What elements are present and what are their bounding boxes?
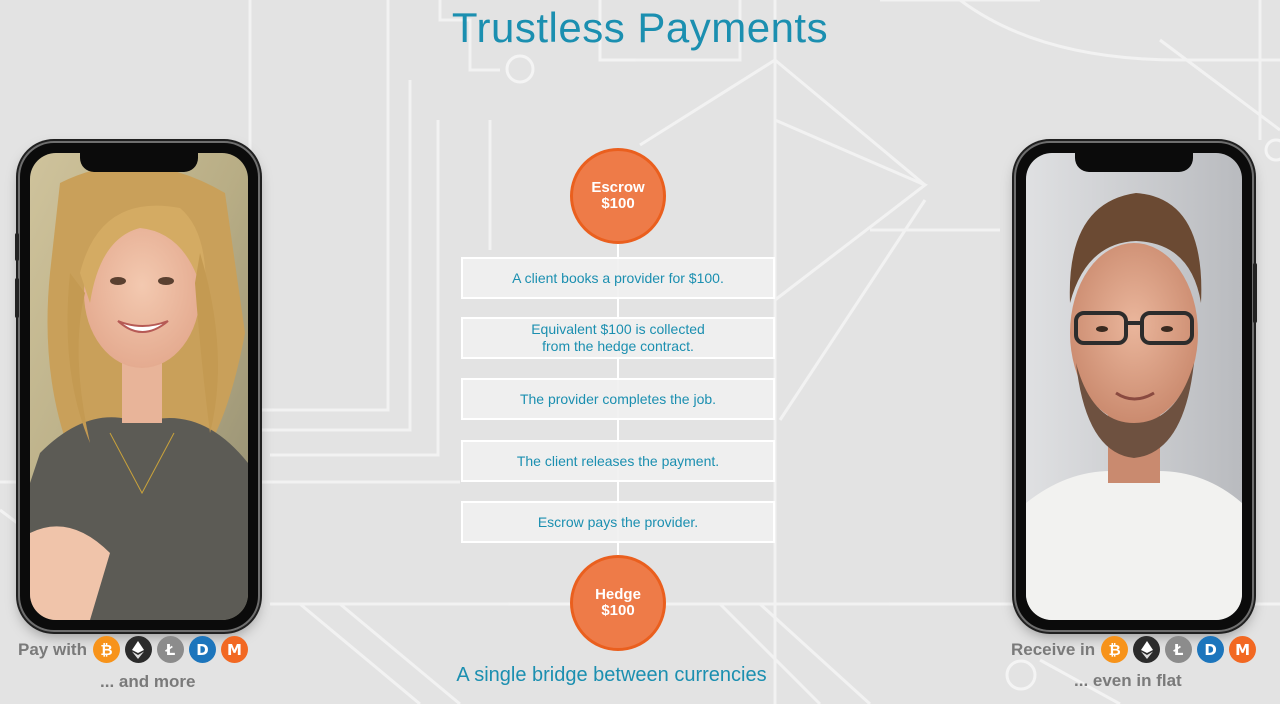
hedge-label: Hedge — [595, 586, 641, 603]
phone-side-button — [15, 233, 19, 261]
phone-side-button — [1253, 263, 1257, 323]
escrow-amount: $100 — [601, 195, 635, 212]
woman-photo — [30, 153, 248, 620]
flow-step-3: The provider completes the job. — [461, 378, 775, 420]
receive-in-row: Receive in ₿ Ł D M — [1011, 636, 1261, 663]
monero-icon: M — [220, 636, 248, 663]
right-phone — [1016, 143, 1257, 630]
left-phone — [15, 143, 258, 630]
escrow-label: Escrow — [591, 179, 645, 196]
phone-notch — [1075, 152, 1193, 172]
bitcoin-icon: ₿ — [1101, 636, 1129, 663]
escrow-circle: Escrow $100 — [570, 148, 666, 244]
hedge-amount: $100 — [601, 602, 635, 619]
bitcoin-icon: ₿ — [92, 636, 120, 663]
litecoin-icon: Ł — [156, 636, 184, 663]
dash-icon: D — [188, 636, 216, 663]
phone-side-button — [15, 278, 19, 318]
ethereum-icon — [1133, 636, 1161, 663]
flow-step-2: Equivalent $100 is collected from the he… — [461, 317, 775, 359]
pay-with-label: Pay with — [18, 639, 87, 659]
flow-step-1: A client books a provider for $100. — [461, 257, 775, 299]
even-in-flat-text: ... even in flat — [1074, 671, 1182, 690]
man-photo — [1026, 153, 1242, 620]
hedge-circle: Hedge $100 — [570, 555, 666, 651]
pay-with-row: Pay with ₿ Ł D M — [18, 636, 253, 663]
flow-step-4: The client releases the payment. — [461, 440, 775, 482]
receive-in-label: Receive in — [1011, 639, 1096, 659]
page-title: Trustless Payments — [451, 4, 829, 51]
and-more-text: ... and more — [100, 672, 196, 691]
flow-caption: A single bridge between currencies — [456, 664, 767, 686]
ethereum-icon — [124, 636, 152, 663]
flow-step-5: Escrow pays the provider. — [461, 501, 775, 543]
monero-icon: M — [1229, 636, 1257, 663]
dash-icon: D — [1197, 636, 1225, 663]
litecoin-icon: Ł — [1165, 636, 1193, 663]
phone-notch — [80, 152, 198, 172]
